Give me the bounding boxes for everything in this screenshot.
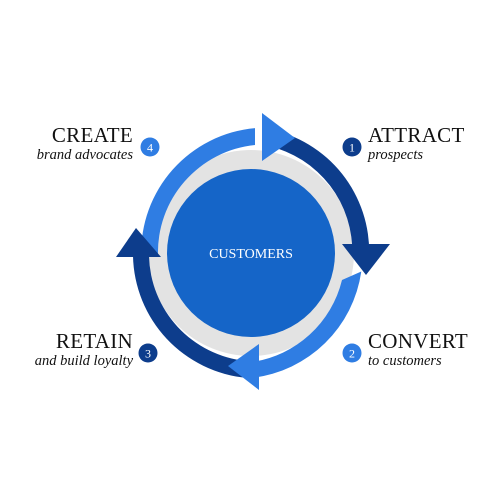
step-convert-title: CONVERT: [368, 329, 469, 353]
arrowhead-convert: [228, 344, 259, 390]
arc-convert: [252, 271, 362, 378]
badge-2: 2: [342, 343, 362, 363]
badge-4: 4: [140, 137, 160, 157]
step-convert-subtitle: to customers: [368, 353, 442, 369]
arrowhead-attract: [342, 244, 390, 275]
arrowhead-create: [262, 113, 295, 161]
step-attract-title: ATTRACT: [368, 123, 465, 147]
badge-1: 1: [342, 137, 362, 157]
svg-text:2: 2: [349, 347, 355, 361]
arc-create: [141, 128, 255, 256]
step-create: CREATE brand advocates: [37, 124, 133, 164]
svg-text:4: 4: [147, 141, 153, 155]
arrowhead-retain: [116, 228, 161, 257]
step-attract-subtitle: prospects: [368, 147, 424, 163]
step-create-title: CREATE: [51, 123, 133, 147]
center-label: CUSTOMERS: [209, 247, 293, 262]
step-attract: ATTRACT prospects: [368, 124, 465, 164]
center-circle: [167, 169, 335, 337]
step-create-subtitle: brand advocates: [36, 147, 133, 163]
badge-3: 3: [138, 343, 158, 363]
step-retain: RETAIN and build loyalty: [35, 330, 133, 370]
svg-text:3: 3: [145, 347, 151, 361]
step-convert: CONVERT to customers: [368, 330, 468, 370]
step-retain-title: RETAIN: [55, 329, 133, 353]
svg-text:1: 1: [349, 141, 355, 155]
step-retain-subtitle: and build loyalty: [34, 353, 133, 369]
